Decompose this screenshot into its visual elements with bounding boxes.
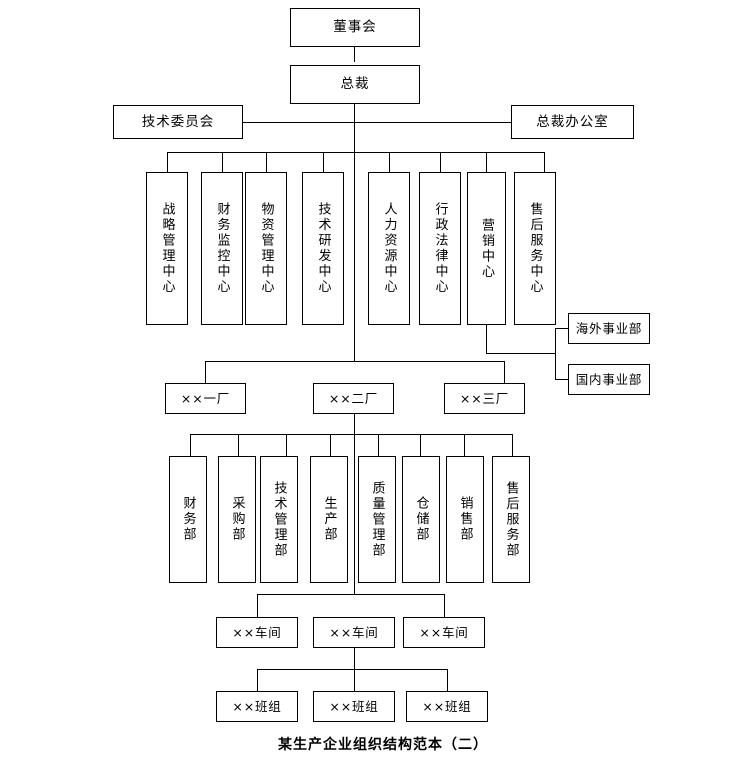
node-technology-management-department[interactable]: 技术管理部 xyxy=(260,456,298,583)
connector-workshop-bar xyxy=(257,594,444,595)
node-label: 技术委员会 xyxy=(141,113,215,130)
node-label: 人力资源中心 xyxy=(381,202,397,295)
node-label: 物资管理中心 xyxy=(258,202,274,295)
connector-dept-stub-1 xyxy=(190,434,191,456)
node-label: ××车间 xyxy=(419,624,469,640)
node-workshop-2[interactable]: ××车间 xyxy=(313,617,395,648)
connector-dept-stub-6 xyxy=(420,434,421,456)
node-team-3[interactable]: ××班组 xyxy=(406,691,488,722)
connector-center-stub-8 xyxy=(544,152,545,172)
node-materials-management-center[interactable]: 物资管理中心 xyxy=(245,172,287,325)
connector-factory-stub-3 xyxy=(504,361,505,383)
node-after-sales-service-center[interactable]: 售后服务中心 xyxy=(514,172,556,325)
connector-center-stub-4 xyxy=(323,152,324,172)
diagram-caption: 某生产企业组织结构范本（二） xyxy=(278,737,488,753)
connector-center-stub-7 xyxy=(486,152,487,172)
node-label: 技术研发中心 xyxy=(315,202,331,295)
node-president-office[interactable]: 总裁办公室 xyxy=(511,105,634,139)
node-label: 生产部 xyxy=(321,496,337,543)
node-label: ××班组 xyxy=(422,698,472,714)
node-factory-2[interactable]: ××二厂 xyxy=(313,383,394,414)
connector-divisions-link xyxy=(486,353,555,354)
node-label: 战略管理中心 xyxy=(159,202,175,295)
node-team-2[interactable]: ××班组 xyxy=(313,691,395,722)
node-label: ××车间 xyxy=(232,624,282,640)
connector-main-trunk xyxy=(354,104,355,362)
connector-center-stub-3 xyxy=(266,152,267,172)
node-label: ××二厂 xyxy=(328,390,379,406)
node-production-department[interactable]: 生产部 xyxy=(310,456,348,583)
node-marketing-center[interactable]: 营销中心 xyxy=(467,172,506,325)
node-finance-department[interactable]: 财务部 xyxy=(169,456,207,583)
node-factory-3[interactable]: ××三厂 xyxy=(444,383,525,414)
node-label: 售后服务部 xyxy=(503,480,519,559)
node-team-1[interactable]: ××班组 xyxy=(216,691,298,722)
node-label: 总裁 xyxy=(340,76,370,93)
connector-center-stub-2 xyxy=(222,152,223,172)
connector-dept-stub-4 xyxy=(330,434,331,456)
node-label: 仓储部 xyxy=(413,496,429,543)
connector-center-stub-5 xyxy=(389,152,390,172)
connector-dept-stub-5 xyxy=(378,434,379,456)
connector-factory-stub-1 xyxy=(205,361,206,383)
node-label: 财务监控中心 xyxy=(214,202,230,295)
connector-dept-stub-8 xyxy=(512,434,513,456)
connector-factory2-trunk xyxy=(354,414,355,594)
connector-team-stub-1 xyxy=(257,669,258,691)
connector-center-stub-1 xyxy=(167,152,168,172)
connector-team-stub-3 xyxy=(447,669,448,691)
node-administration-legal-center[interactable]: 行政法律中心 xyxy=(419,172,461,325)
connector-division-stub-domestic xyxy=(555,379,568,380)
node-sales-department[interactable]: 销售部 xyxy=(446,456,484,583)
node-workshop-3[interactable]: ××车间 xyxy=(403,617,485,648)
node-technical-committee[interactable]: 技术委员会 xyxy=(113,105,243,139)
node-after-sales-service-department[interactable]: 售后服务部 xyxy=(492,456,530,583)
node-finance-monitoring-center[interactable]: 财务监控中心 xyxy=(201,172,243,325)
node-warehouse-department[interactable]: 仓储部 xyxy=(402,456,440,583)
node-label: 质量管理部 xyxy=(369,480,385,559)
node-board-of-directors[interactable]: 董事会 xyxy=(290,8,420,47)
connector-dept-stub-7 xyxy=(464,434,465,456)
connector-dept-stub-2 xyxy=(238,434,239,456)
node-label: 采购部 xyxy=(229,496,245,543)
node-purchasing-department[interactable]: 采购部 xyxy=(218,456,256,583)
connector-divisions-bar xyxy=(555,328,556,379)
connector-board-president xyxy=(354,47,355,62)
node-quality-management-department[interactable]: 质量管理部 xyxy=(358,456,396,583)
node-factory-1[interactable]: ××一厂 xyxy=(165,383,246,414)
connector-dept-stub-3 xyxy=(286,434,287,456)
node-domestic-division[interactable]: 国内事业部 xyxy=(568,364,650,395)
node-workshop-1[interactable]: ××车间 xyxy=(216,617,298,648)
connector-factory-bar xyxy=(205,361,504,362)
node-human-resources-center[interactable]: 人力资源中心 xyxy=(368,172,410,325)
node-president[interactable]: 总裁 xyxy=(290,65,420,104)
node-label: 海外事业部 xyxy=(575,320,643,336)
node-label: ××三厂 xyxy=(459,390,510,406)
node-label: 销售部 xyxy=(457,496,473,543)
connector-departments-bar xyxy=(190,434,512,435)
connector-staff-bar xyxy=(243,122,511,123)
connector-workshop-stub-3 xyxy=(444,594,445,617)
node-label: 行政法律中心 xyxy=(432,202,448,295)
node-label: ××车间 xyxy=(329,624,379,640)
node-label: 国内事业部 xyxy=(575,371,643,387)
node-overseas-division[interactable]: 海外事业部 xyxy=(568,313,650,344)
node-label: ××班组 xyxy=(232,698,282,714)
node-label: 售后服务中心 xyxy=(527,202,543,295)
node-label: 技术管理部 xyxy=(271,480,287,559)
node-technology-rd-center[interactable]: 技术研发中心 xyxy=(302,172,344,325)
connector-team-bar xyxy=(257,669,447,670)
connector-centers-bar xyxy=(167,152,544,153)
connector-workshop-stub-1 xyxy=(257,594,258,617)
connector-center-stub-6 xyxy=(440,152,441,172)
node-label: 董事会 xyxy=(333,19,377,36)
node-label: 财务部 xyxy=(180,496,196,543)
node-label: ××一厂 xyxy=(180,390,231,406)
connector-marketing-drop xyxy=(486,325,487,353)
node-label: 总裁办公室 xyxy=(536,113,609,130)
node-label: 营销中心 xyxy=(479,217,494,280)
node-label: ××班组 xyxy=(329,698,379,714)
node-strategy-management-center[interactable]: 战略管理中心 xyxy=(146,172,188,325)
connector-division-stub-overseas xyxy=(555,328,568,329)
